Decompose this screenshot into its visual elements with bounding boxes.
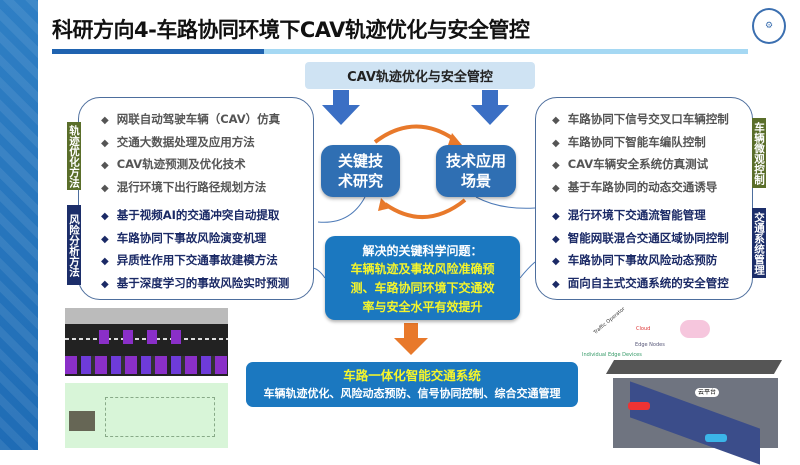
key-research-line: 关键技 <box>337 152 383 170</box>
title-underline-dark <box>52 49 264 54</box>
traffic-video-detection-image <box>65 308 228 376</box>
list-item: 基于车路协同的动态交通诱导 <box>552 176 752 199</box>
university-logo-icon: ⚙ <box>752 8 786 44</box>
list-item: 基于视频AI的交通冲突自动提取 <box>101 204 313 227</box>
diagram-label: Edge Nodes <box>635 342 665 348</box>
page-title: 科研方向4-车路协同环境下CAV轨迹优化与安全管控 <box>52 18 530 42</box>
label-risk-methods: 风险分析方法 <box>67 205 81 285</box>
left-panel: 网联自动驾驶车辆（CAV）仿真 交通大数据处理及应用方法 CAV轨迹预测及优化技… <box>78 97 314 300</box>
problem-line: 率与安全水平有效提升 <box>362 300 483 314</box>
key-research-box: 关键技 术研究 <box>321 145 400 197</box>
list-item: 网联自动驾驶车辆（CAV）仿真 <box>101 108 313 131</box>
problem-line: 测、车路协同环境下交通效 <box>350 281 495 295</box>
problem-line: 车辆轨迹及事故风险准确预 <box>350 262 495 276</box>
decorative-side-strip <box>0 0 38 450</box>
list-item: 交通大数据处理及应用方法 <box>101 131 313 154</box>
connector-line <box>475 196 536 209</box>
flowchart-image <box>65 383 228 448</box>
topic-box: CAV轨迹优化与安全管控 <box>305 62 535 89</box>
label-traffic-management: 交通系统管理 <box>752 208 766 278</box>
connector-line <box>519 261 536 279</box>
title-underline-light <box>264 49 748 54</box>
list-item: 面向自主式交通系统的安全管控 <box>552 272 752 295</box>
problem-heading: 解决的关键科学问题： <box>362 244 483 258</box>
orange-cycle-arrow-top <box>373 124 457 144</box>
diagram-label: Individual Edge Devices <box>582 352 642 358</box>
list-item: CAV轨迹预测及优化技术 <box>101 153 313 176</box>
list-item: 车路协同下信号交叉口车辆控制 <box>552 108 752 131</box>
list-item: 异质性作用下交通事故建模方法 <box>101 249 313 272</box>
system-title: 车路一体化智能交通系统 <box>343 368 481 383</box>
application-box: 技术应用 场景 <box>436 145 516 197</box>
diagram-label: Traffic Operator <box>592 306 627 336</box>
right-panel: 车路协同下信号交叉口车辆控制 车路协同下智能车编队控制 CAV车辆安全系统仿真测… <box>535 97 753 300</box>
blue-down-arrow-right <box>471 90 509 125</box>
vehicle-road-cloud-diagram: Traffic Operator Cloud Edge Nodes Indivi… <box>580 306 783 465</box>
application-line: 技术应用 <box>445 152 506 170</box>
label-trajectory-methods: 轨迹优化方法 <box>67 122 81 190</box>
list-item: CAV车辆安全系统仿真测试 <box>552 153 752 176</box>
diagram-label: Cloud <box>636 326 651 332</box>
list-item: 车路协同下事故风险演变机理 <box>101 227 313 250</box>
orange-arrowhead <box>378 198 391 211</box>
system-subtitle: 车辆轨迹优化、风险动态预防、信号协同控制、综合交通管理 <box>263 387 561 400</box>
list-item: 混行环境下交通流智能管理 <box>552 204 752 227</box>
key-research-line: 术研究 <box>337 172 383 190</box>
diagram-label: 云平台 <box>695 388 720 397</box>
system-box: 车路一体化智能交通系统 车辆轨迹优化、风险动态预防、信号协同控制、综合交通管理 <box>246 362 578 407</box>
label-vehicle-control: 车辆微观控制 <box>752 118 766 188</box>
list-item: 智能网联混合交通区域协同控制 <box>552 227 752 250</box>
list-item: 基于深度学习的事故风险实时预测 <box>101 272 313 295</box>
list-item: 混行环境下出行路径规划方法 <box>101 176 313 199</box>
orange-arrowhead <box>448 133 462 145</box>
orange-down-arrow <box>394 323 428 355</box>
application-line: 场景 <box>460 172 491 190</box>
list-item: 车路协同下智能车编队控制 <box>552 131 752 154</box>
connector-arrows <box>311 90 536 355</box>
list-item: 车路协同下事故风险动态预防 <box>552 249 752 272</box>
blue-down-arrow-left <box>322 90 360 125</box>
connector-line <box>317 196 366 223</box>
key-problem-box: 解决的关键科学问题： 车辆轨迹及事故风险准确预 测、车路协同环境下交通效 率与安… <box>325 236 520 320</box>
orange-cycle-arrow-bottom <box>383 198 467 219</box>
